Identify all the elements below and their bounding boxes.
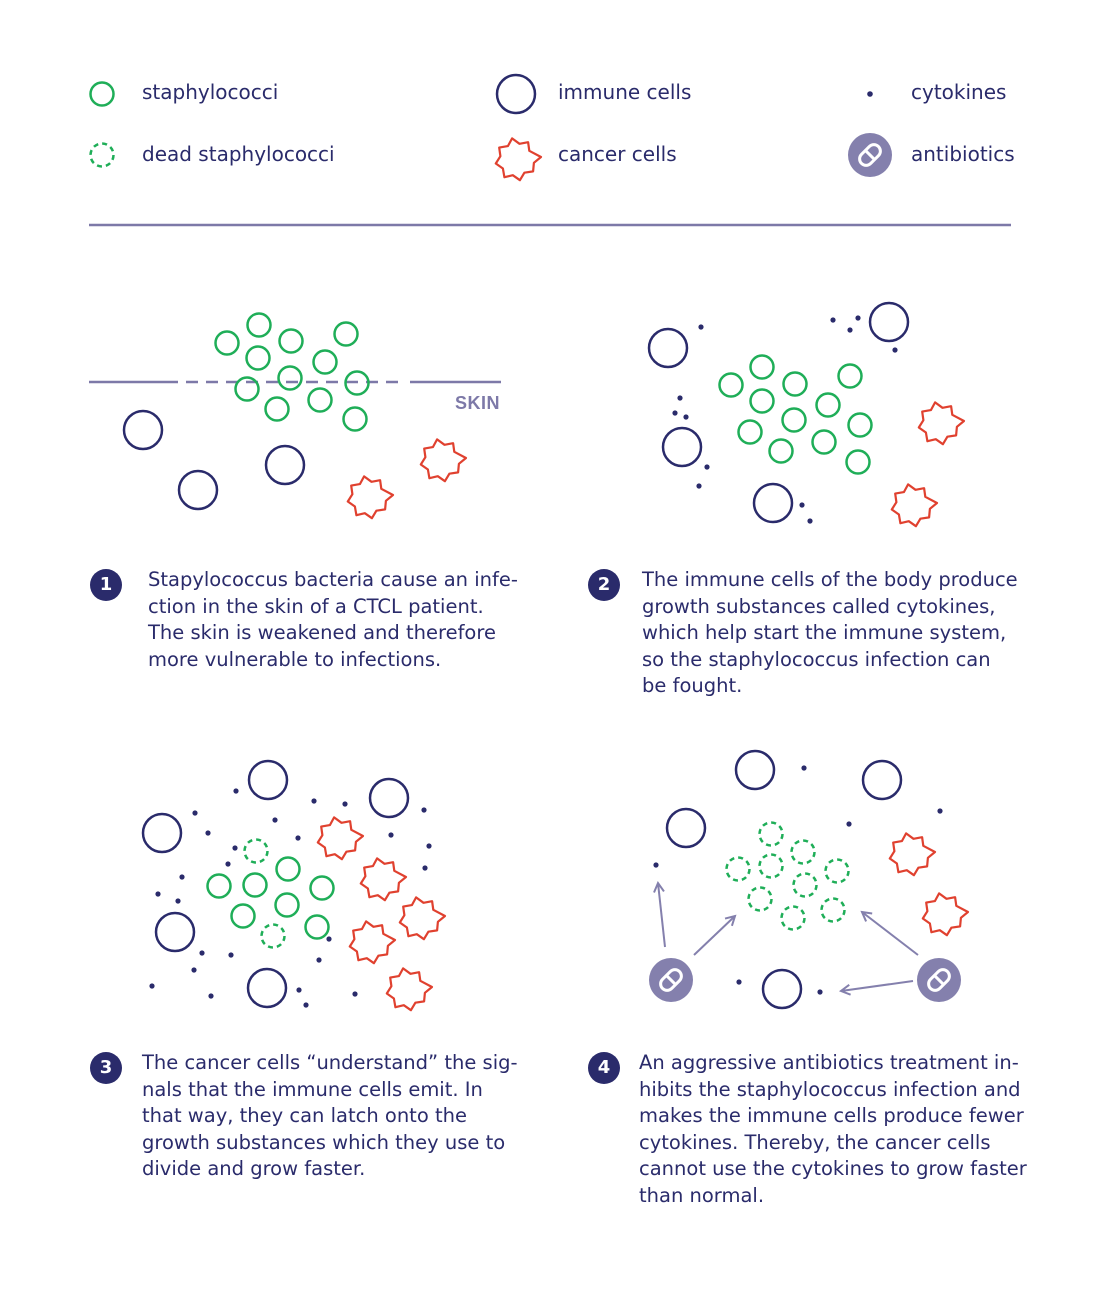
staphylococci-cluster [214,312,370,432]
immune-cells [665,749,903,1010]
immune-cell-legend-icon [495,73,537,115]
step-2-description: The immune cells of the body produce gro… [642,568,1018,697]
step-1-badge: 1 [90,569,122,601]
antibiotic-pill-legend-icon [847,132,893,178]
antibiotic-pill-icon [916,957,962,1003]
legend-label-dead-staphylococci: dead staphylococci [142,142,335,166]
dead-staphylococci [725,821,850,931]
step-4-description: An aggressive antibiotics treatment in- … [639,1051,1027,1207]
staphylococci-legend-icon [89,81,115,107]
antibiotic-arrows [658,883,919,991]
cancer-cells [888,832,970,937]
cytokines [149,788,432,1008]
antibiotic-pill-icon [648,957,694,1003]
dead-staphylococci [243,838,286,949]
step-3-description: The cancer cells “understand” the sig- n… [142,1051,518,1180]
immune-cells [122,409,306,511]
cancer-cells [346,438,468,520]
step-2-badge: 2 [588,569,620,601]
immune-cells [647,301,910,524]
cytokines [672,315,898,524]
dead-staphylococci-legend-icon [89,142,115,168]
cancer-cell-legend-icon [494,137,543,182]
step-4-badge: 4 [588,1052,620,1084]
cancer-cells [890,401,966,528]
legend-label-cancer-cells: cancer cells [558,142,677,166]
cancer-cells [316,816,447,1012]
skin-label: SKIN [455,393,501,413]
panel-2-illustration [647,301,966,528]
cytokine-legend-icon [867,91,873,97]
legend [89,73,893,182]
panel-4-illustration [648,749,970,1010]
step-1-description: Stapylococcus bacteria cause an infe- ct… [148,568,518,671]
panel-3-illustration [141,759,447,1012]
immune-cells [141,759,410,1009]
legend-label-antibiotics: antibiotics [911,142,1015,166]
cytokines [653,765,943,995]
legend-label-cytokines: cytokines [911,80,1007,104]
step-3-badge: 3 [90,1052,122,1084]
staphylococci-cluster [718,354,873,475]
panel-1-illustration [89,312,501,520]
legend-label-immune-cells: immune cells [558,80,692,104]
staphylococci-cluster [206,856,335,940]
legend-label-staphylococci: staphylococci [142,80,279,104]
